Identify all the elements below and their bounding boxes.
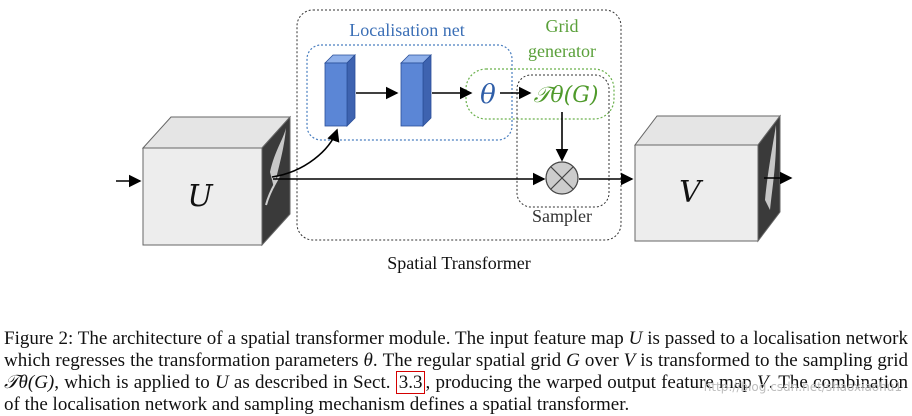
arrow-u-to-localisation — [271, 128, 340, 178]
caption-math-v: V — [623, 350, 636, 371]
spatial-transformer-diagram: Localisation net Grid generator Sampler … — [116, 9, 793, 273]
localisation-layer-1 — [324, 54, 356, 127]
sampler-box — [516, 74, 610, 208]
caption-text: as described in Sect. — [228, 372, 396, 393]
caption-math-u: U — [214, 372, 229, 393]
spatial-transformer-label: Spatial Transformer — [387, 253, 531, 273]
transform-symbol: 𝒯θ(G) — [534, 83, 599, 108]
theta-symbol: θ — [480, 80, 496, 110]
caption-math-u: U — [628, 328, 643, 349]
caption-math-v: V — [757, 372, 769, 393]
sampler-label: Sampler — [532, 206, 592, 226]
watermark: http://blog.csdn.net/shaoxiaohu1 — [703, 380, 902, 394]
figure-caption: Figure 2: The architecture of a spatial … — [4, 328, 908, 416]
output-map-label: V — [679, 175, 704, 210]
caption-text: . The regular spatial grid — [372, 350, 567, 371]
caption-math-theta: θ — [363, 350, 373, 371]
caption-text: , producing the warped output feature ma… — [425, 372, 757, 393]
output-feature-map-cube: V — [633, 114, 782, 243]
grid-generator-label-line2: generator — [528, 41, 596, 61]
grid-generator-label-line1: Grid — [546, 16, 579, 36]
localisation-layer-2 — [400, 54, 432, 127]
caption-math-g: G — [566, 350, 580, 371]
caption-text: is transformed to the sampling grid — [635, 350, 909, 371]
caption-text: , which is applied to — [54, 372, 215, 393]
caption-text: Figure 2: The architecture of a spatial … — [4, 328, 629, 349]
localisation-net-label: Localisation net — [349, 20, 464, 40]
caption-text: is passed to a localisation network whic… — [4, 328, 908, 371]
caption-text: over — [579, 350, 624, 371]
sampler-node — [545, 161, 579, 195]
section-reference-link[interactable]: 3.3 — [395, 371, 426, 394]
input-feature-map-cube: U — [141, 115, 292, 247]
input-map-label: U — [187, 179, 214, 214]
spatial-transformer-region — [296, 9, 622, 241]
caption-math-transform: 𝒯θ(G) — [4, 372, 55, 393]
